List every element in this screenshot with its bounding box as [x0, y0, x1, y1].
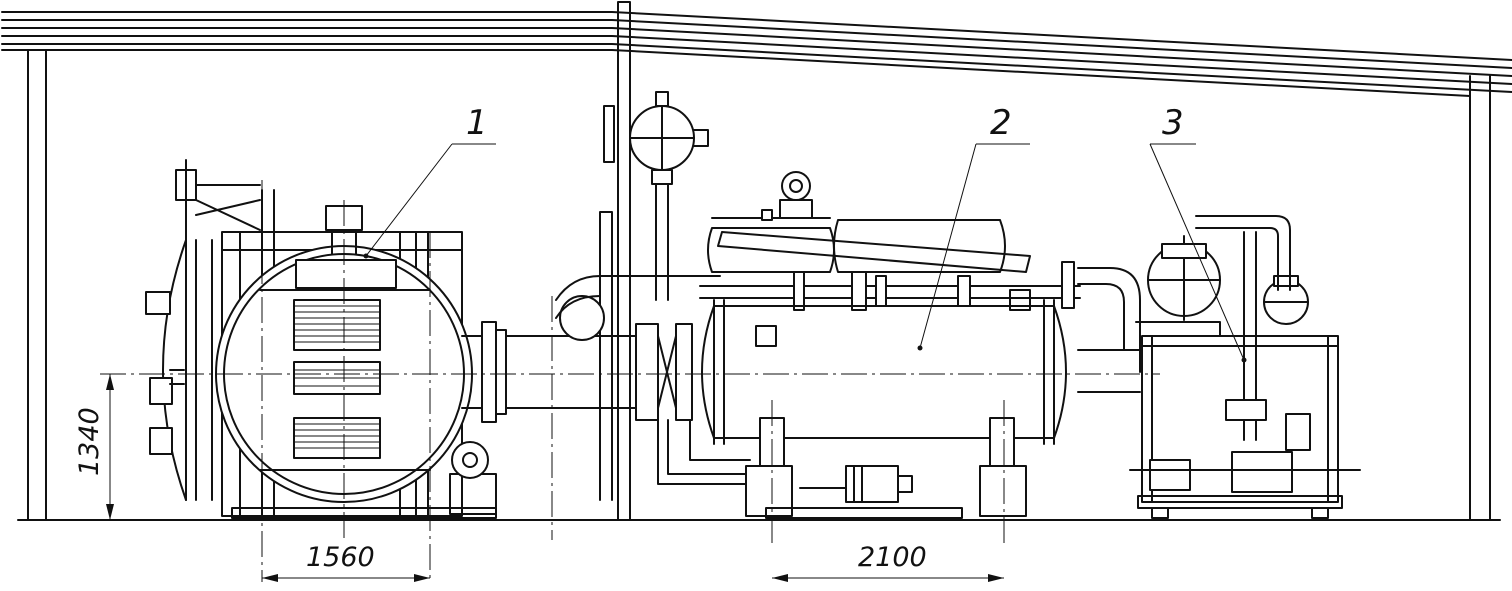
left-post [27, 49, 47, 521]
pump-frame [1135, 321, 1343, 519]
canopy-roof [1, 11, 1512, 97]
center-post [617, 1, 631, 521]
top-valve [603, 91, 709, 185]
callout-1: 1 [363, 103, 496, 259]
small-pump-unit [449, 441, 497, 515]
elbow-fitting [555, 275, 721, 341]
chamber-door [145, 159, 261, 501]
upper-tanks [707, 171, 1006, 273]
position-label-3: 3 [1162, 103, 1184, 143]
pump-vessels [1147, 215, 1309, 441]
centerlines [100, 180, 1160, 582]
callout-3: 3 [1149, 103, 1247, 363]
vertical-pipe [599, 183, 669, 501]
header-pipe [699, 231, 1081, 311]
dimension-support-span: 2100 [772, 542, 1004, 582]
position-label-1: 1 [466, 103, 488, 143]
vessel-supports [745, 417, 1027, 519]
outlet-elbow [1077, 267, 1141, 393]
pump-details [1129, 399, 1361, 493]
right-post [1469, 75, 1491, 521]
callout-2: 2 [919, 103, 1030, 349]
vessel-motor [799, 465, 913, 503]
dimension-height-label: 1340 [74, 407, 105, 476]
dimension-support-span-label: 2100 [858, 542, 927, 573]
side-piping [657, 419, 751, 485]
position-label-2: 2 [990, 103, 1012, 143]
duct-connection [461, 321, 693, 423]
dimension-chamber-width: 1560 [262, 542, 430, 582]
dimension-height: 1340 [74, 374, 140, 521]
chamber-load-stack [293, 299, 381, 459]
dimension-chamber-width-label: 1560 [306, 542, 375, 573]
